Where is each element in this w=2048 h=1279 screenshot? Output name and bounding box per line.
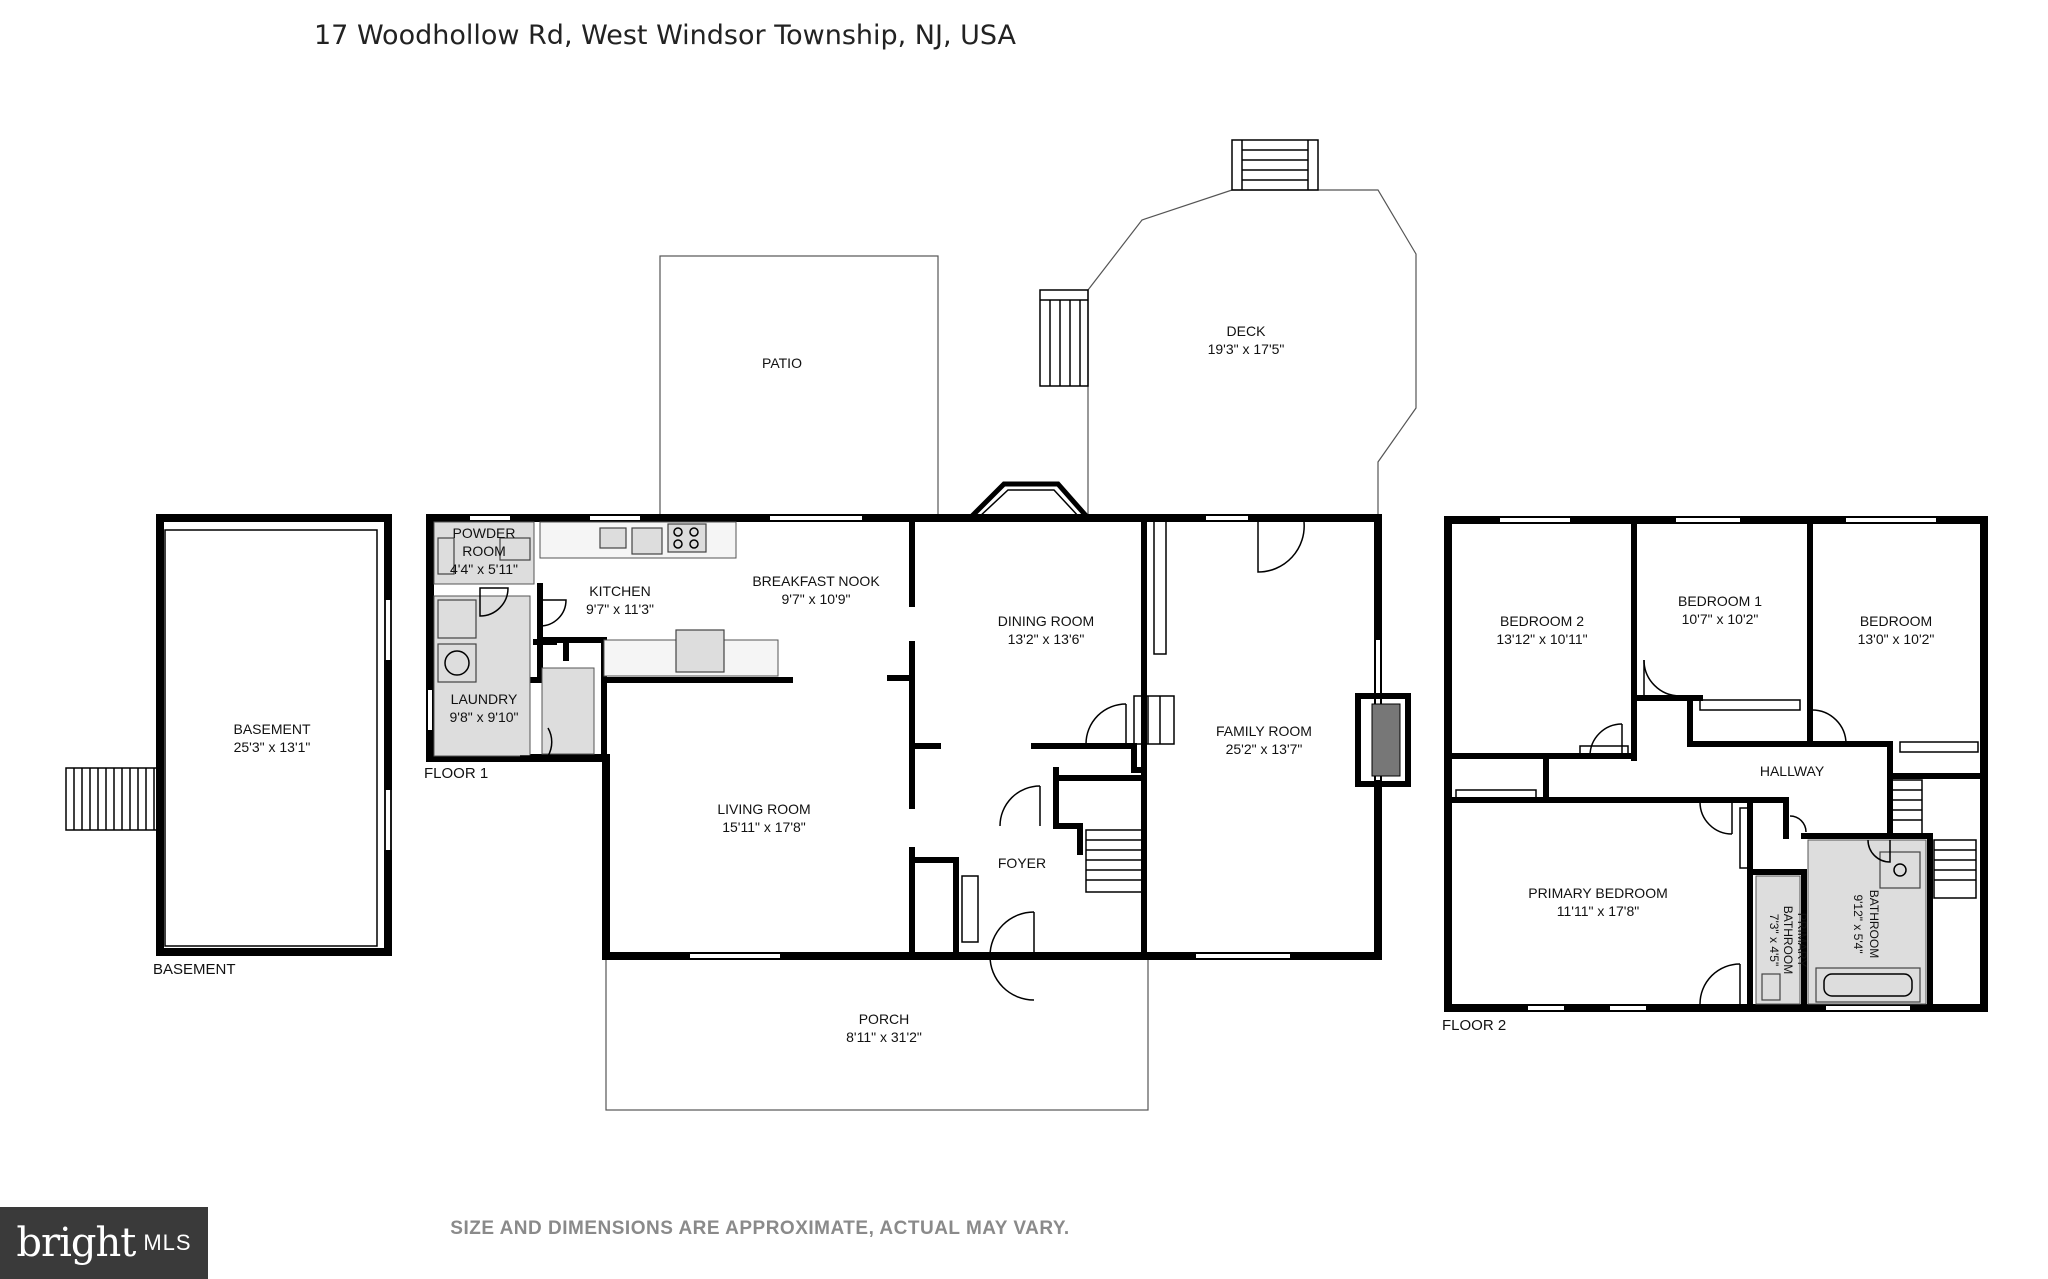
basement-room-name: BASEMENT <box>233 721 310 737</box>
powder-room-name: POWDER <box>453 525 516 541</box>
laundry-room-name: LAUNDRY <box>451 691 518 707</box>
bathroom-name: BATHROOM <box>1867 890 1881 958</box>
floor2-closets <box>1455 699 1979 869</box>
family-room-door-arc <box>1257 521 1305 573</box>
disclaimer-text: SIZE AND DIMENSIONS ARE APPROXIMATE, ACT… <box>450 1218 1070 1239</box>
breakfast-nook-name: BREAKFAST NOOK <box>752 573 880 589</box>
fireplace-hearth <box>1371 703 1401 777</box>
powder-laundry-fixtures <box>433 521 595 757</box>
coat-closet-door <box>961 875 979 943</box>
powder-room-name2: ROOM <box>462 543 506 559</box>
bay-window <box>966 481 1092 522</box>
family-room-name: FAMILY ROOM <box>1216 723 1312 739</box>
basement-inner-wall <box>164 529 378 947</box>
living-room-name: LIVING ROOM <box>717 801 810 817</box>
kitchen-sink <box>599 527 627 549</box>
laundry-room-dims: 9'8" x 9'10" <box>450 709 519 725</box>
bright-mls-logo: bright MLS <box>0 1207 208 1279</box>
fireplace <box>1355 693 1411 787</box>
kitchen-room-dims: 9'7" x 11'3" <box>586 601 654 617</box>
floor2-windows <box>1500 518 1936 1010</box>
floor2-plan: BEDROOM 2 13'12" x 10'11" BEDROOM 1 10'7… <box>1442 516 1988 1034</box>
primary-bedroom-dims: 11'11" x 17'8" <box>1557 903 1640 919</box>
porch-room-name: PORCH <box>859 1011 910 1027</box>
dining-room-dims: 13'2" x 13'6" <box>1008 631 1085 647</box>
hallway-name: HALLWAY <box>1760 763 1825 779</box>
bedroom2-dims: 13'12" x 10'11" <box>1496 631 1587 647</box>
logo-suffix: MLS <box>143 1230 192 1255</box>
floor1-stairs <box>1085 517 1175 893</box>
logo-brand: bright <box>16 1220 136 1266</box>
floor2-stairs <box>1891 779 1977 899</box>
washer <box>437 599 477 639</box>
floor2-label: FLOOR 2 <box>1442 1017 1506 1034</box>
breakfast-nook-dims: 9'7" x 10'9" <box>782 591 851 607</box>
primary-bathroom-name: PRIMARY <box>1795 913 1809 967</box>
deck-stairs-side <box>1039 289 1089 387</box>
address-title: 17 Woodhollow Rd, West Windsor Township,… <box>314 20 1016 51</box>
bedroom1-name: BEDROOM 1 <box>1678 593 1762 609</box>
deck-outline <box>1087 189 1417 519</box>
floor1-label: FLOOR 1 <box>424 765 488 782</box>
floor2-doors <box>1589 659 1891 1005</box>
dishwasher <box>631 527 663 555</box>
patio-room-name: PATIO <box>762 355 802 371</box>
powder-sink <box>499 537 531 561</box>
bath-sink <box>1879 851 1921 889</box>
living-room-dims: 15'11" x 17'8" <box>722 819 806 835</box>
basement-floor-label: BASEMENT <box>153 961 236 978</box>
stove <box>667 523 707 553</box>
bathtub <box>1815 967 1921 1003</box>
bedroom-dims: 13'0" x 10'2" <box>1858 631 1935 647</box>
porch-room-dims: 8'11" x 31'2" <box>846 1029 922 1045</box>
foyer-name: FOYER <box>998 855 1046 871</box>
patio-outline <box>659 255 939 519</box>
bedroom1-dims: 10'7" x 10'2" <box>1682 611 1759 627</box>
front-door-arc <box>989 911 1035 957</box>
floor1-doors <box>479 521 1305 1001</box>
basement-plan: BASEMENT 25'3" x 13'1" BASEMENT <box>65 514 392 978</box>
laundry-door-arc <box>479 587 509 617</box>
primary-bedroom-name: PRIMARY BEDROOM <box>1528 885 1668 901</box>
family-room-dims: 25'2" x 13'7" <box>1226 741 1303 757</box>
floor1-exterior-walls <box>426 514 1382 960</box>
kitchen-room-name: KITCHEN <box>589 583 650 599</box>
basement-walls <box>156 514 392 956</box>
toilet <box>437 537 455 575</box>
floor2-bath-fixtures <box>1755 839 1927 1005</box>
bedroom-name: BEDROOM <box>1860 613 1932 629</box>
bathroom-dims: 9'12" x 5'4" <box>1851 894 1865 953</box>
bedroom2-name: BEDROOM 2 <box>1500 613 1584 629</box>
floor1-plan: PATIO DECK 19'3" x 17'5" POWDER ROOM 4'4… <box>424 139 1417 1111</box>
deck-room-dims: 19'3" x 17'5" <box>1208 341 1285 357</box>
dryer <box>437 643 477 683</box>
primary-bathroom-dims: 7'3" x 4'5" <box>1767 914 1781 966</box>
primary-bath-sink <box>1761 973 1781 1001</box>
kitchen-counters <box>539 521 779 677</box>
dining-room-name: DINING ROOM <box>998 613 1094 629</box>
powder-room-dims: 4'4" x 5'11" <box>450 561 518 577</box>
basement-stairs <box>65 767 161 831</box>
deck-stairs-top <box>1231 139 1319 191</box>
basement-room-dims: 25'3" x 13'1" <box>234 739 311 755</box>
refrigerator <box>675 629 725 673</box>
primary-bathroom-name2: BATHROOM <box>1781 906 1795 974</box>
deck-room-name: DECK <box>1227 323 1267 339</box>
